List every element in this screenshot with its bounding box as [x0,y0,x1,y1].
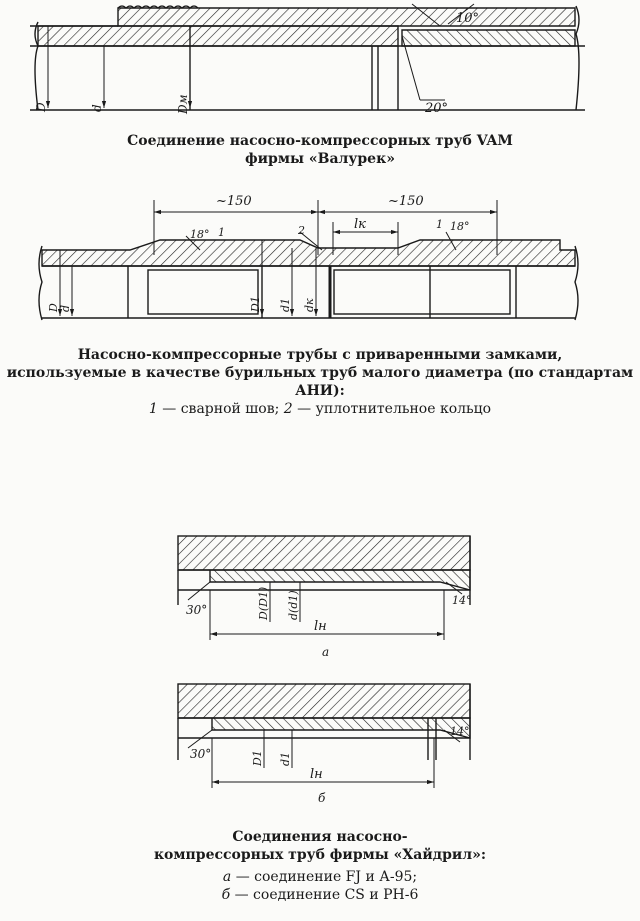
hydril-legend-b-letter: б [221,887,231,903]
hydril-caption-line1: Соединения насосно- [232,829,408,845]
hydril-a-dim-ln: lн [314,619,327,634]
hydril-b-label-D1: D1 [251,750,264,767]
hydril-caption: Соединения насосно- компрессорных труб ф… [0,828,640,904]
joint-label-D: D [47,303,60,313]
joint-mark-2: 2 [297,224,305,237]
vam-caption-line2: фирмы «Валурек» [245,151,395,167]
joint-mark-1: 1 [218,226,225,239]
joint-dim-lk: lк [354,217,366,232]
joint-label-d: d [59,305,72,312]
hydril-legend-b: б — соединение CS и PH-6 [0,886,640,904]
hydril-b-sub: б [318,791,326,805]
joint-caption-line2: используемые в качестве бурильных труб м… [6,365,634,399]
figure-hydril-a [177,535,471,640]
joint-angle-right: 18° [450,220,470,233]
vam-angle-bottom: 20° [424,101,448,116]
hydril-legend-a-letter: а [222,869,232,885]
vam-caption: Соединение насосно-компрессорных труб VA… [0,132,640,168]
hydril-b-dim-ln: lн [310,767,323,782]
hydril-legend-a-text: — соединение FJ и А-95; [235,869,418,885]
vam-label-Dm: Dм [176,94,190,115]
hydril-b-angle-left: 30° [190,747,211,761]
figure-welded-joint-pipe [38,200,579,321]
vam-label-d: d [90,104,104,112]
joint-label-D1: D1 [249,296,262,313]
joint-wall-section [41,239,576,267]
joint-legend-2-num: 2 [283,401,293,417]
vam-label-D: D [34,102,48,113]
thread-profile [117,5,199,9]
joint-caption: Насосно-компрессорные трубы с приваренны… [0,346,640,418]
joint-dim-right: ~150 [388,194,424,209]
joint-legend-1-text: — сварной шов; [162,401,280,417]
hydril-b-label-d1: d1 [279,752,292,766]
coupling-section [117,7,576,27]
hydril-b-angle-right: 14° [450,725,470,738]
figure-vam-connection [30,3,585,111]
hydril-legend-a: а — соединение FJ и А-95; [0,868,640,886]
joint-caption-line1: Насосно-компрессорные трубы с приваренны… [77,347,563,363]
figure-hydril-b [177,683,471,788]
pipe-wall-right [401,29,576,47]
joint-angle-left: 18° [190,228,210,241]
hydril-legend-b-text: — соединение CS и PH-6 [234,887,419,903]
hydril-a-label-D: D(D1) [257,587,270,621]
joint-mark-1b: 1 [436,218,443,231]
hydril-a-angle-right: 14° [452,594,472,607]
hydril-caption-line2: компрессорных труб фирмы «Хайдрил»: [153,847,487,863]
joint-legend-2-text: — уплотнительное кольцо [297,401,492,417]
hydril-a-angle-left: 30° [186,603,207,617]
vam-caption-line1: Соединение насосно-компрессорных труб VA… [127,133,513,149]
joint-legend: 1 — сварной шов; 2 — уплотнительное коль… [0,400,640,418]
joint-label-dk: dк [303,298,316,312]
vam-angle-top: 10° [456,11,479,26]
joint-legend-1-num: 1 [148,401,158,417]
joint-label-d1: d1 [279,298,292,312]
hydril-a-label-d: d(d1) [287,590,300,620]
pipe-wall-left [37,25,399,47]
hydril-a-sub: а [322,645,329,659]
joint-dim-left: ~150 [216,194,252,209]
